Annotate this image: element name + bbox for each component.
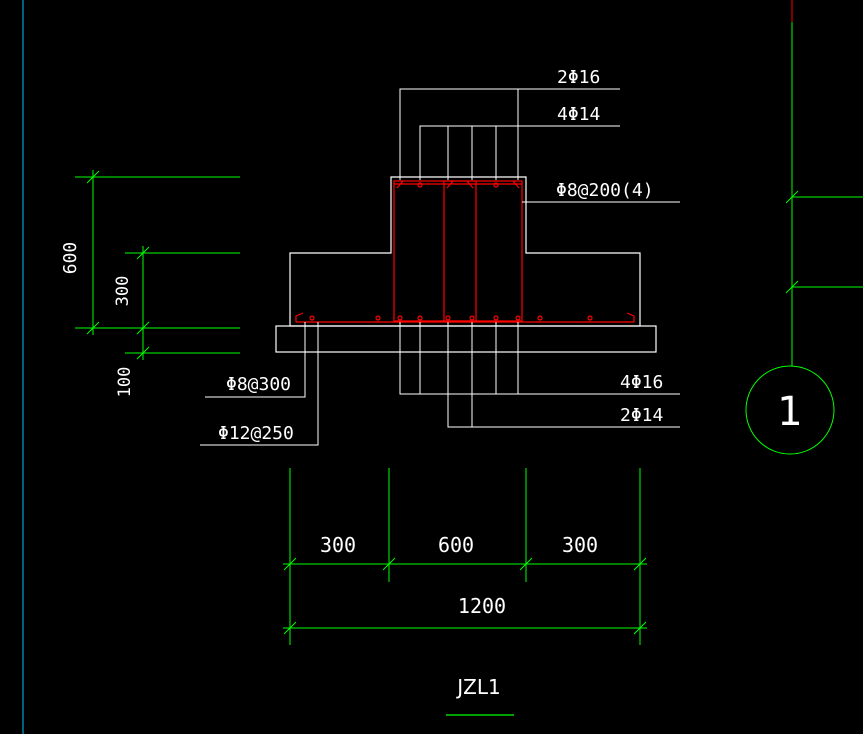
leader-top-2	[419, 125, 620, 180]
rebar-group	[295, 180, 635, 323]
flange-hook-left	[295, 312, 304, 322]
vertical-dimensions	[75, 170, 240, 360]
dim-height-total: 600	[60, 242, 81, 275]
leader-bottom-1	[399, 322, 680, 395]
stirrup-inner	[443, 180, 477, 322]
label-flange-dist: Φ8@300	[226, 374, 291, 395]
dim-cushion: 100	[115, 367, 135, 398]
label-bottom-main: 4Φ16	[620, 372, 663, 393]
drawing-title: JZL1	[455, 675, 500, 699]
label-top-layer-1: 2Φ16	[557, 67, 600, 88]
grid-axis	[745, 22, 863, 455]
dim-flange-thickness: 300	[113, 276, 133, 307]
dim-rib-width: 600	[438, 533, 474, 557]
horizontal-dimensions	[283, 468, 647, 645]
leader-bottom-2	[447, 322, 680, 428]
leader-flange-2	[200, 322, 319, 446]
leader-lines	[200, 88, 680, 446]
cushion-layer	[275, 325, 657, 353]
concrete-outline	[275, 176, 657, 353]
label-flange-main: Φ12@250	[218, 423, 294, 444]
axis-bubble	[745, 365, 835, 455]
leader-flange-1	[205, 322, 306, 398]
dim-left-flange: 300	[320, 533, 356, 557]
flange-hook-right	[626, 312, 635, 322]
axis-label: 1	[777, 389, 802, 435]
stirrup-outer	[393, 180, 523, 322]
label-top-layer-2: 4Φ14	[557, 104, 600, 125]
label-bottom-extra: 2Φ14	[620, 405, 663, 426]
label-stirrup: Φ8@200(4)	[556, 180, 654, 201]
dim-total-width: 1200	[458, 594, 506, 618]
leader-top-1	[399, 88, 519, 180]
dim-right-flange: 300	[562, 533, 598, 557]
